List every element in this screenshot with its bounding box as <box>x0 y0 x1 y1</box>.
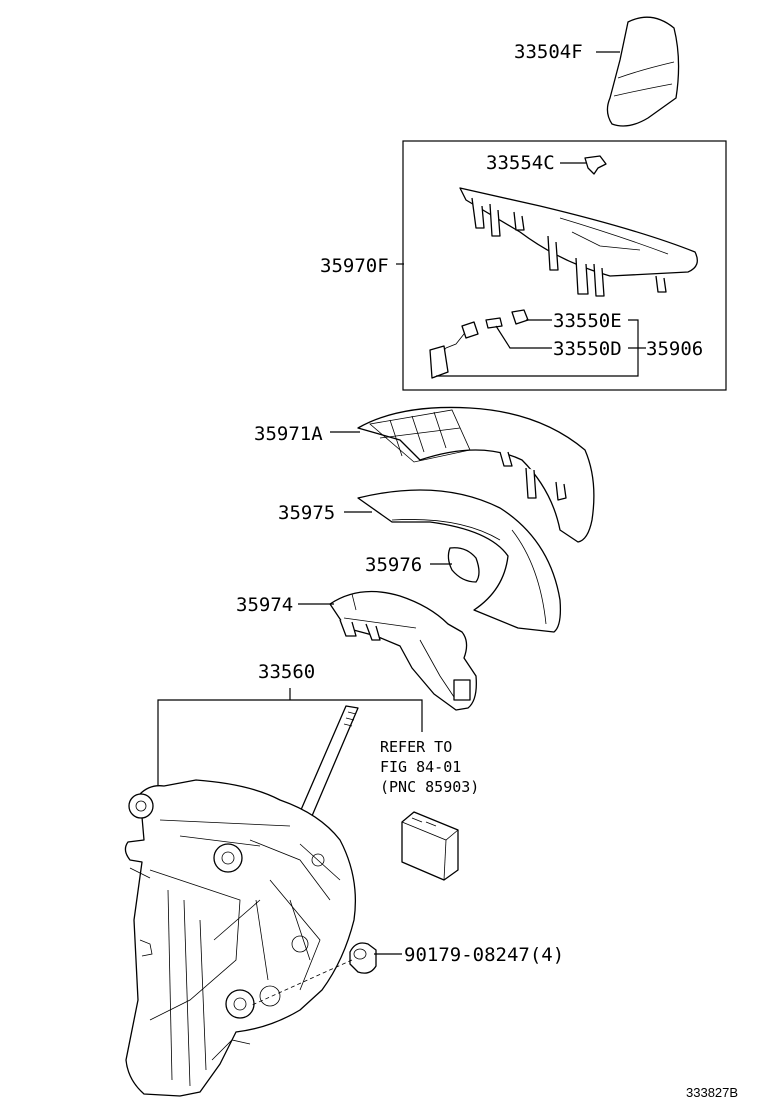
control-module-drawing <box>401 811 459 881</box>
lever-housing-drawing <box>124 779 357 1097</box>
label-knob: 33504F <box>514 41 583 63</box>
spring-drawing <box>447 547 480 583</box>
label-bezel: 35970F <box>320 255 389 277</box>
indicator-plate-drawing <box>357 406 595 543</box>
refer-line-3: (PNC 85903) <box>380 778 479 796</box>
label-lever-assy: 33560 <box>258 661 315 683</box>
label-nut: 90179-08247(4) <box>404 944 564 966</box>
slide-cover-drawing <box>357 489 562 633</box>
label-clip: 33554C <box>486 152 555 174</box>
refer-line-2: FIG 84-01 <box>380 758 461 776</box>
label-wire: 35906 <box>646 338 703 360</box>
clip-drawing <box>584 155 607 175</box>
label-slide-cover: 35975 <box>278 502 335 524</box>
subassembly-box <box>402 140 727 391</box>
shift-knob-drawing <box>606 16 680 127</box>
housing-upper-drawing <box>329 590 477 711</box>
bezel-drawing <box>459 187 698 297</box>
label-spring: 35976 <box>365 554 422 576</box>
nut-drawing <box>349 942 377 974</box>
label-bulb: 33550D <box>553 338 622 360</box>
nut-dashed-guide <box>249 959 353 1007</box>
leader-bulb <box>495 325 552 349</box>
figure-id: 333827B <box>686 1085 738 1100</box>
label-socket: 33550E <box>553 310 622 332</box>
refer-line-1: REFER TO <box>380 738 452 756</box>
bulb-wire-drawing <box>429 309 529 379</box>
label-indicator-plate: 35971A <box>254 423 323 445</box>
label-housing-upper: 35974 <box>236 594 293 616</box>
